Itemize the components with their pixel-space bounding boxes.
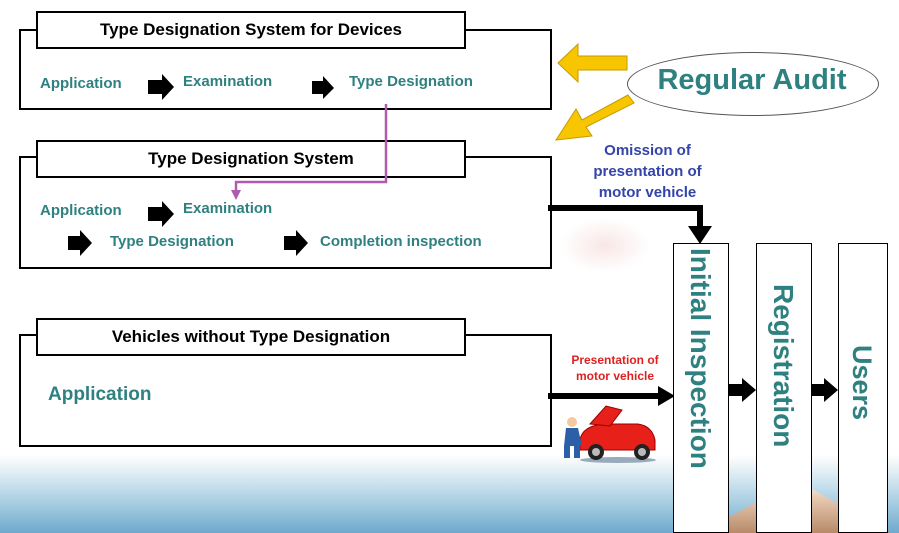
regular-audit-label: Regular Audit bbox=[657, 64, 847, 96]
vehicles-without-type-designation-title: Vehicles without Type Designation bbox=[36, 318, 466, 356]
users-label: Users bbox=[847, 345, 877, 421]
initial-inspection-label: Initial Inspection bbox=[685, 248, 716, 469]
box3-application: Application bbox=[48, 384, 152, 405]
omission-label: Omission of presentation of motor vehicl… bbox=[565, 140, 730, 203]
omission-line-3: motor vehicle bbox=[598, 184, 697, 201]
presentation-label: Presentation of motor vehicle bbox=[555, 352, 675, 384]
box2-examination: Examination bbox=[183, 200, 273, 217]
presentation-line-2: motor vehicle bbox=[575, 369, 655, 383]
registration-column bbox=[756, 243, 812, 533]
registration-label: Registration bbox=[768, 284, 799, 448]
device-type-designation-title: Type Designation System for Devices bbox=[36, 11, 466, 49]
box1-type-designation: Type Designation bbox=[349, 73, 473, 90]
faded-car-graphic bbox=[560, 218, 650, 273]
box1-application: Application bbox=[40, 75, 122, 92]
box1-examination: Examination bbox=[183, 73, 273, 90]
box2-completion-inspection: Completion inspection bbox=[320, 233, 482, 250]
regular-audit-ellipse bbox=[627, 52, 879, 116]
omission-line-2: presentation of bbox=[593, 163, 702, 180]
mechanic-car-icon bbox=[564, 405, 656, 463]
type-designation-system-title: Type Designation System bbox=[36, 140, 466, 178]
box2-type-designation: Type Designation bbox=[110, 233, 234, 250]
users-column bbox=[838, 243, 888, 533]
box2-application: Application bbox=[40, 202, 122, 219]
omission-line-1: Omission of bbox=[604, 142, 691, 159]
initial-inspection-column bbox=[673, 243, 729, 533]
presentation-line-1: Presentation of bbox=[571, 353, 659, 367]
